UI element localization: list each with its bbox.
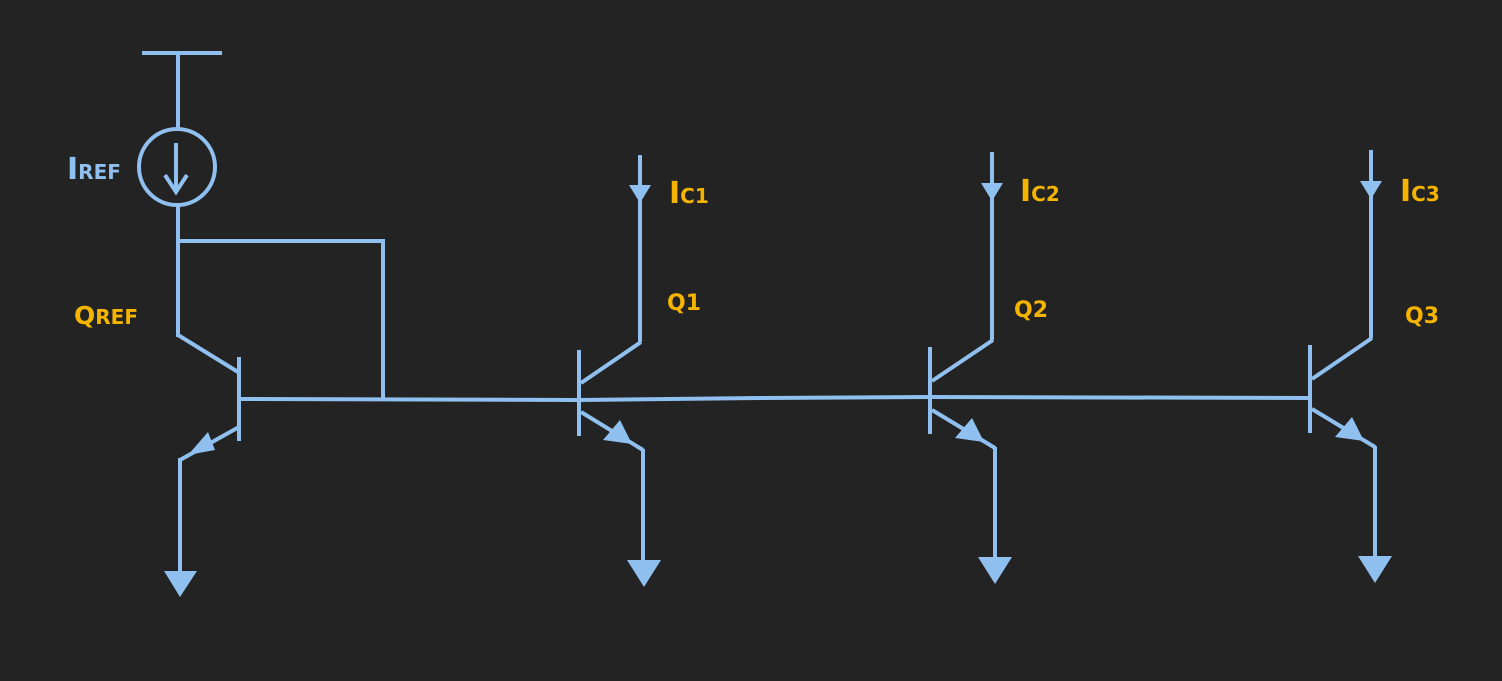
ground-arrow-icon (627, 560, 661, 587)
q3-label: Q3 (1405, 304, 1439, 329)
ground-arrow-icon (1358, 556, 1392, 583)
ic1-label: IC1 (669, 176, 709, 211)
emitter-arrow-icon (603, 420, 632, 444)
ic2-arrow-icon (981, 183, 1003, 201)
ic2-label: IC2 (1020, 174, 1060, 209)
transistor-q2 (928, 152, 1012, 584)
ground-arrow-icon (978, 557, 1012, 584)
qref-label: QREF (74, 301, 138, 330)
diode-connection-wire (178, 239, 385, 400)
q2-label: Q2 (1014, 298, 1048, 323)
ic3-arrow-icon (1360, 181, 1382, 199)
q1-label: Q1 (667, 291, 701, 316)
emitter-arrow-icon (188, 432, 215, 455)
base-bus-wire (238, 394, 1311, 403)
ic3-label: IC3 (1400, 174, 1440, 209)
current-source-arrowhead-icon (163, 173, 189, 196)
ground-arrow-icon (164, 571, 197, 597)
transistor-q3 (1308, 150, 1392, 583)
emitter-arrow-icon (1335, 417, 1364, 441)
emitter-arrow-icon (955, 418, 984, 442)
ic1-arrow-icon (629, 185, 651, 203)
transistor-q1 (577, 155, 661, 587)
transistor-qref (164, 333, 241, 597)
iref-label: IREF (67, 152, 121, 187)
